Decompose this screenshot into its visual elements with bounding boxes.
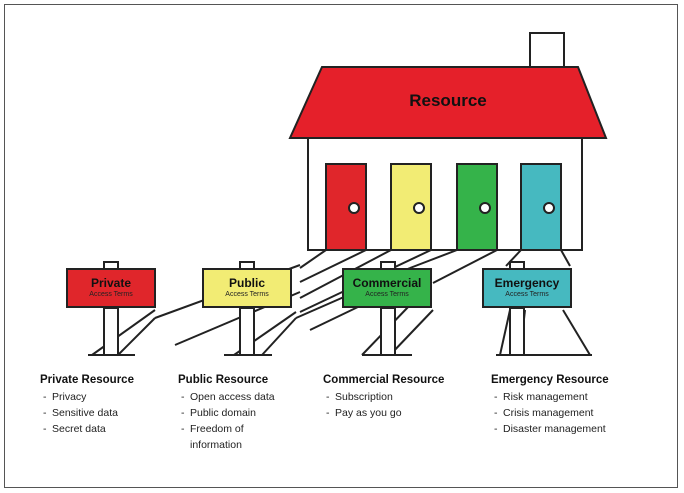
sign-emergency: Emergency Access Terms — [482, 268, 572, 308]
sign-public: Public Access Terms — [202, 268, 292, 308]
sign-title: Private — [90, 276, 132, 290]
door-emergency — [520, 163, 562, 251]
sign-posts — [103, 261, 525, 356]
sign-commercial: Commercial Access Terms — [342, 268, 432, 308]
house-title: Resource — [409, 91, 487, 110]
sign-title: Commercial — [352, 276, 422, 290]
list-item: Risk management — [491, 389, 609, 405]
sign-subtitle: Access Terms — [365, 291, 409, 298]
list-item: information — [190, 439, 242, 451]
list-heading: Public Resource — [178, 374, 269, 386]
list-item: Open access data — [178, 389, 275, 405]
sign-subtitle: Access Terms — [225, 291, 269, 298]
list-item: Public domain — [178, 405, 275, 421]
list-item: Pay as you go — [323, 405, 444, 421]
sign-title: Emergency — [494, 276, 560, 290]
commercial-resource-list: Commercial Resource Subscription Pay as … — [323, 373, 444, 421]
list-item: Crisis management — [491, 405, 609, 421]
sign-subtitle: Access Terms — [89, 291, 133, 298]
door-private — [325, 163, 367, 251]
list-item: Sensitive data — [40, 405, 134, 421]
private-resource-list: Private Resource Privacy Sensitive data … — [40, 373, 134, 437]
roof — [288, 66, 608, 139]
list-item: Subscription — [323, 389, 444, 405]
list-item: Freedom of — [178, 421, 275, 437]
sign-subtitle: Access Terms — [505, 291, 549, 298]
door-commercial — [456, 163, 498, 251]
figure-frame — [4, 4, 678, 488]
list-item: Disaster management — [491, 421, 609, 437]
door-public — [390, 163, 432, 251]
list-heading: Commercial Resource — [323, 374, 445, 386]
list-heading: Emergency Resource — [491, 374, 609, 386]
list-item: Secret data — [40, 421, 134, 437]
sign-private: Private Access Terms — [66, 268, 156, 308]
sign-title: Public — [228, 276, 265, 290]
list-heading: Private Resource — [40, 374, 134, 386]
public-resource-list: Public Resource Open access data Public … — [178, 373, 275, 453]
emergency-resource-list: Emergency Resource Risk management Crisi… — [491, 373, 609, 437]
list-item: Privacy — [40, 389, 134, 405]
